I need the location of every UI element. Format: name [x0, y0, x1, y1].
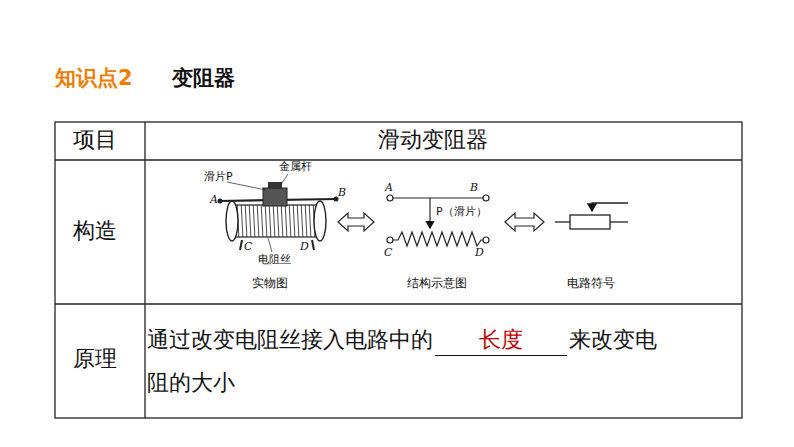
figure-caption: 实物图 — [252, 276, 288, 290]
figure-caption: 结构示意图 — [407, 276, 467, 290]
terminal-letter: B — [470, 181, 478, 194]
principle-sentence: 通过改变电阻丝接入电路中的长度来改变电阻的大小 — [147, 318, 667, 404]
part-name: 电阻丝 — [258, 253, 291, 266]
terminal-letter: C — [244, 240, 252, 253]
rheostat-schematic — [387, 195, 489, 246]
terminal-letter: D — [300, 240, 309, 253]
rheostat-symbol — [555, 203, 628, 229]
row-heading: 原理 — [73, 346, 117, 372]
principle-text: 通过改变电阻丝接入电路中的 — [147, 327, 433, 352]
slider-label: P（滑片） — [436, 205, 487, 218]
section-tag: 知识点2 — [55, 66, 133, 91]
figure-caption: 电路符号 — [567, 276, 615, 290]
row-heading: 构造 — [73, 218, 117, 244]
part-name: 滑片P — [204, 170, 233, 183]
table-grid — [55, 122, 742, 418]
terminal-letter: A — [210, 193, 218, 206]
table-header: 滑动变阻器 — [378, 127, 488, 153]
terminal-letter: A — [385, 181, 393, 194]
part-name: 金属杆 — [279, 160, 312, 173]
table-header: 项目 — [73, 127, 117, 153]
rheostat-photo-drawing — [218, 174, 339, 252]
terminal-letter: C — [384, 246, 392, 259]
terminal-letter: B — [338, 186, 346, 199]
terminal-letter: D — [475, 246, 484, 259]
answer-blank: 长度 — [435, 325, 567, 356]
heading: 变阻器 — [172, 66, 235, 91]
